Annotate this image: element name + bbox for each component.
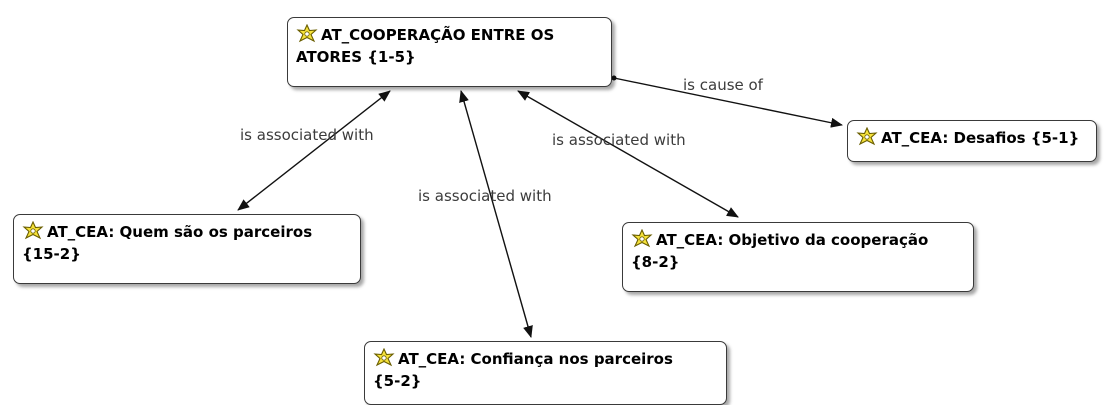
code-star-icon: [22, 221, 44, 241]
edge-associated-objetivo[interactable]: [517, 90, 739, 218]
code-node-quem-sao-os-parceiros[interactable]: AT_CEA: Quem são os parceiros {15-2}: [13, 214, 361, 284]
code-node-cooperacao-entre-os-atores[interactable]: AT_COOPERAÇÃO ENTRE OS ATORES {1-5}: [287, 17, 612, 87]
node-title: AT_CEA: Desafios {5-1}: [881, 129, 1080, 147]
node-subtitle: ATORES {1-5}: [296, 48, 416, 66]
node-title: AT_CEA: Objetivo da cooperação: [656, 231, 929, 249]
node-title: AT_CEA: Confiança nos parceiros: [398, 350, 673, 368]
edge-associated-quem[interactable]: [237, 90, 391, 211]
node-title: AT_COOPERAÇÃO ENTRE OS: [321, 26, 555, 44]
edge-label-associated-quem: is associated with: [240, 126, 374, 144]
code-star-icon: [856, 127, 878, 147]
edge-associated-confianca[interactable]: [459, 90, 533, 338]
code-star-icon: [373, 348, 395, 368]
node-subtitle: {15-2}: [22, 245, 81, 263]
edge-label-associated-objetivo: is associated with: [552, 131, 686, 149]
edge-origin-dot: [611, 75, 617, 81]
code-node-desafios[interactable]: AT_CEA: Desafios {5-1}: [847, 120, 1097, 162]
node-subtitle: {5-2}: [373, 372, 422, 390]
node-subtitle: {8-2}: [631, 253, 680, 271]
code-node-objetivo-da-cooperacao[interactable]: AT_CEA: Objetivo da cooperação {8-2}: [622, 222, 974, 292]
edge-label-cause-of: is cause of: [683, 76, 764, 94]
edge-label-associated-confianca: is associated with: [418, 187, 552, 205]
code-node-confianca-nos-parceiros[interactable]: AT_CEA: Confiança nos parceiros {5-2}: [364, 341, 727, 405]
code-star-icon: [631, 229, 653, 249]
node-title: AT_CEA: Quem são os parceiros: [47, 223, 313, 241]
code-star-icon: [296, 24, 318, 44]
